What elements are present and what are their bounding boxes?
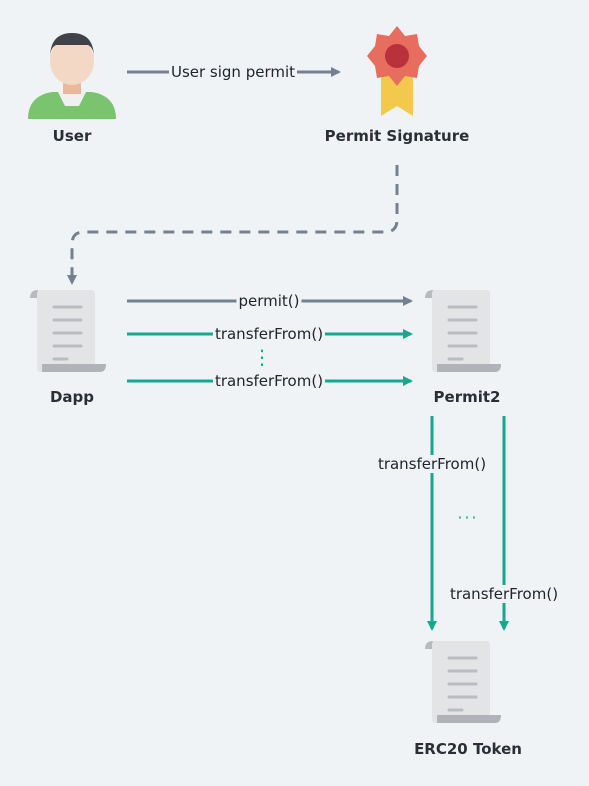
user-avatar-icon (28, 33, 116, 119)
edge-label-user-sign-permit: User sign permit (168, 63, 298, 81)
permit2-contract-icon (423, 288, 503, 374)
node-label-user: User (52, 127, 92, 145)
edge-label-transfer-from-3: transferFrom() (375, 455, 489, 473)
node-label-erc20-token: ERC20 Token (414, 740, 522, 758)
node-label-permit-signature: Permit Signature (324, 127, 470, 145)
node-label-permit2: Permit2 (433, 388, 501, 406)
vertical-ellipsis: ⋮ (252, 345, 272, 369)
edge-label-transfer-from-1: transferFrom() (212, 325, 326, 343)
ribbon-badge-icon (367, 26, 427, 116)
edge-label-transfer-from-2: transferFrom() (212, 372, 326, 390)
erc20-token-contract-icon (423, 639, 503, 725)
dashed-arrow-signature-to-dapp (67, 165, 399, 285)
dapp-contract-icon (28, 288, 108, 374)
edge-label-transfer-from-4: transferFrom() (447, 585, 561, 603)
edge-label-permit: permit() (236, 292, 302, 310)
node-label-dapp: Dapp (49, 388, 95, 406)
horizontal-ellipsis: ... (457, 503, 479, 523)
